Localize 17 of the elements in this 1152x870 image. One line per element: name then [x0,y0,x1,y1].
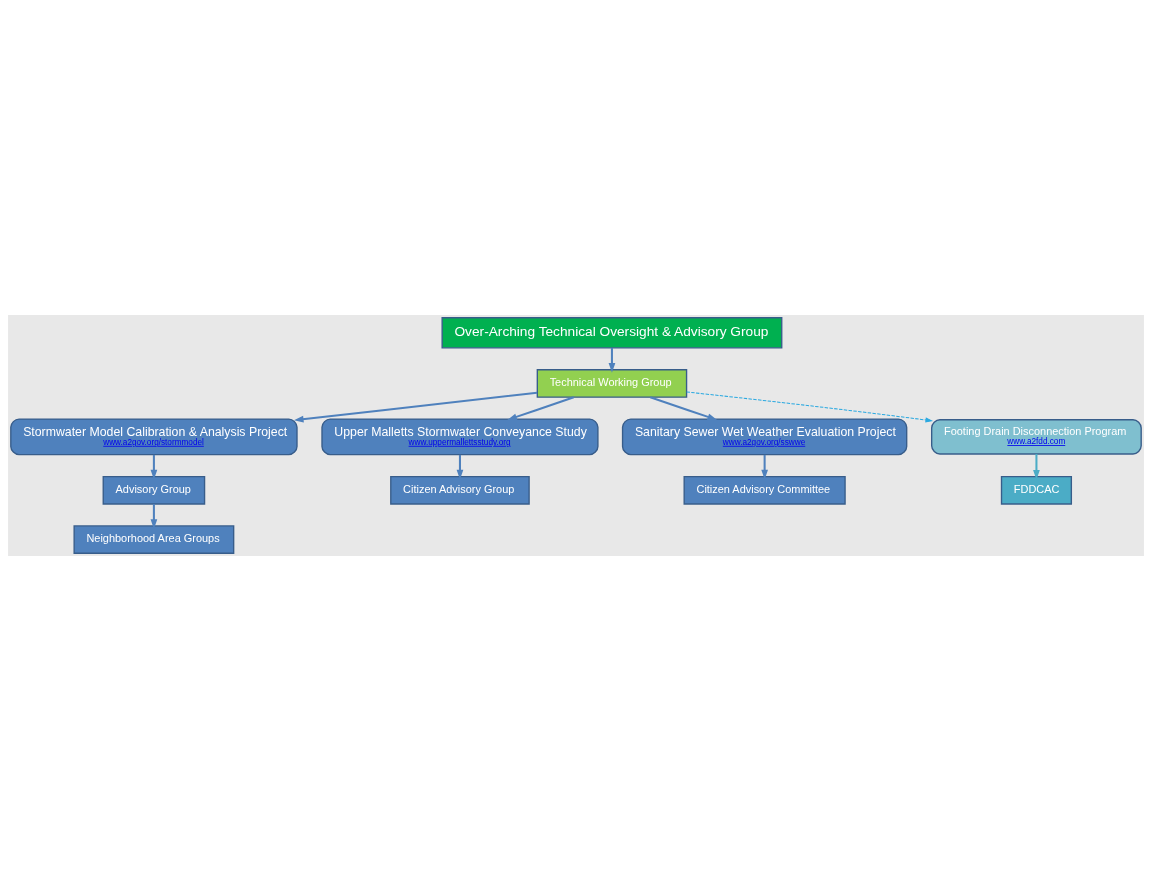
arrow [761,454,768,479]
arrow [150,503,158,529]
arrow [649,395,718,420]
node-box: Citizen Advisory Committee [683,475,846,505]
arrow [507,395,575,420]
node-box: Citizen Advisory Group [390,475,530,505]
arrow [686,391,934,423]
arrow [456,454,464,479]
arrow [293,391,538,423]
arrow [608,347,616,373]
node-box: Advisory Group [102,475,206,505]
arrow [1033,453,1040,480]
node-box: FDDCAC [1000,475,1073,505]
arrow [150,454,158,479]
node-box: Neighborhood Area Groups [73,524,235,554]
node-box: Over-Arching Technical Oversight & Advisory Group [441,316,783,349]
node-box: Technical Working Group [536,368,688,398]
